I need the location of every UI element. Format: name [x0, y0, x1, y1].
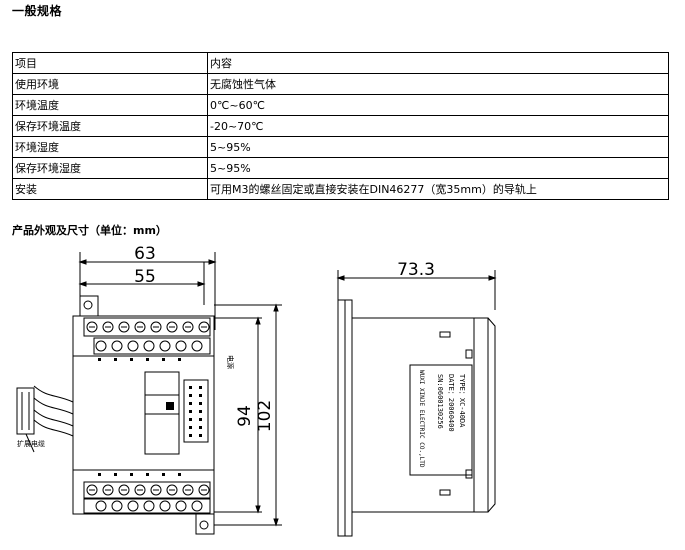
terminal-screws [86, 321, 210, 512]
nameplate-maker: WUXI XINJE ELECTRIC CO.,LTD [418, 370, 425, 468]
table-row: 安装 可用M3的螺丝固定或直接安装在DIN46277（宽35mm）的导轨上 [12, 178, 669, 200]
nameplate-date: DATE：20060400 [447, 374, 455, 432]
dim-depth: 73.3 [397, 260, 435, 280]
dim-height-inner: 94 [235, 405, 255, 427]
dim-height-outer: 102 [255, 400, 275, 432]
nameplate-sn: SN:0600130256 [436, 374, 444, 429]
table-row: 环境温度 0℃~60℃ [12, 94, 669, 116]
dimensions-title: 产品外观及尺寸（单位：mm） [12, 224, 167, 237]
row-value: 0℃~60℃ [207, 94, 669, 116]
power-led-label: 电源 [226, 355, 235, 369]
spec-table: 项目 内容 使用环境 无腐蚀性气体 环境温度 0℃~60℃ 保存环境温度 -20… [12, 52, 669, 200]
expansion-cable-label: 扩展电缆 [17, 439, 45, 448]
row-key: 安装 [12, 178, 208, 200]
dim-width-outer: 63 [134, 244, 156, 264]
table-header-row: 项目 内容 [12, 52, 669, 74]
section-title: 一般规格 [12, 4, 63, 18]
row-value: 可用M3的螺丝固定或直接安装在DIN46277（宽35mm）的导轨上 [207, 178, 669, 200]
dim-width-inner: 55 [134, 267, 156, 287]
nameplate-type: TYPE：XC-40DA [458, 374, 466, 428]
row-value: -20~70℃ [207, 115, 669, 137]
